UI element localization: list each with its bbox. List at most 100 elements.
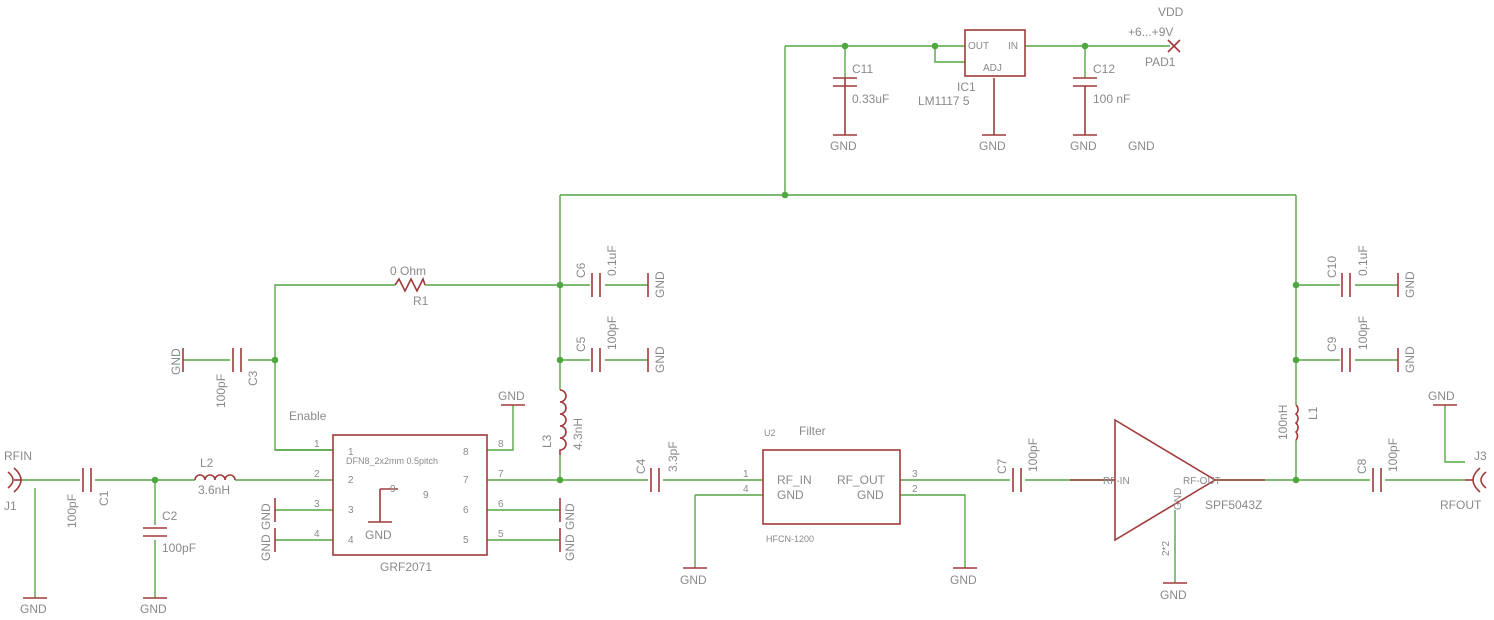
svg-text:GND: GND (653, 271, 667, 298)
svg-text:GND: GND (1160, 588, 1187, 602)
svg-text:C6: C6 (574, 262, 588, 278)
svg-text:GND: GND (259, 534, 273, 561)
ic1-ref: IC1 (957, 80, 976, 94)
inductor-l1: 100nH L1 (1276, 404, 1320, 441)
svg-text:7: 7 (463, 475, 469, 486)
svg-text:6: 6 (498, 499, 504, 510)
svg-text:C4: C4 (634, 458, 648, 474)
capacitor-c5: C5 100pF (574, 316, 619, 372)
svg-text:3.3pF: 3.3pF (666, 441, 680, 472)
svg-text:5: 5 (498, 529, 504, 540)
svg-text:OUT: OUT (968, 41, 989, 52)
gnd-labels: GND GND GND GND GND GND GND GND GND GND … (20, 139, 1455, 616)
svg-text:GND: GND (1403, 271, 1417, 298)
capacitor-c12: C12 100 nF (1073, 62, 1130, 135)
svg-text:5: 5 (463, 535, 469, 546)
svg-text:R1: R1 (413, 294, 429, 308)
svg-text:J1: J1 (4, 499, 17, 513)
capacitor-c9: C9 100pF (1325, 316, 1370, 372)
svg-text:3: 3 (912, 469, 918, 480)
svg-text:2*2: 2*2 (1161, 541, 1172, 556)
svg-text:100pF: 100pF (65, 494, 79, 528)
svg-text:100 nF: 100 nF (1093, 92, 1130, 106)
wires (22, 45, 1465, 598)
grf2071-name: GRF2071 (380, 560, 432, 574)
svg-text:0.1uF: 0.1uF (605, 245, 619, 276)
inductor-l2: L2 3.6nH (194, 456, 236, 497)
amplifier-spf5043z: RF-IN RF-OUT GND 2*2 SPF5043Z (1070, 418, 1265, 556)
ic1-value: LM1117 5 (918, 94, 970, 108)
enable-label: Enable (289, 409, 327, 423)
pad1-label: PAD1 (1145, 55, 1176, 69)
svg-text:GND: GND (140, 602, 167, 616)
svg-text:GND: GND (498, 389, 525, 403)
svg-text:GND: GND (653, 346, 667, 373)
svg-text:8: 8 (498, 439, 504, 450)
u2-ref: U2 (764, 428, 776, 438)
svg-text:3: 3 (348, 505, 354, 516)
svg-text:IN: IN (1008, 41, 1018, 52)
svg-text:RF-IN: RF-IN (1103, 476, 1130, 487)
svg-text:2: 2 (348, 475, 354, 486)
svg-text:0.1uF: 0.1uF (1356, 245, 1370, 276)
svg-text:100pF: 100pF (214, 374, 228, 408)
capacitor-c3: 100pF C3 (214, 348, 260, 408)
junctions (151, 42, 1300, 484)
inductor-l3: L3 4.3nH (540, 389, 585, 455)
svg-text:100pF: 100pF (162, 541, 196, 555)
svg-text:4.3nH: 4.3nH (571, 418, 585, 450)
svg-text:0.33uF: 0.33uF (852, 92, 889, 106)
svg-text:L3: L3 (540, 434, 554, 448)
svg-text:GND: GND (1128, 139, 1155, 153)
svg-text:9: 9 (423, 490, 429, 501)
svg-text:7: 7 (498, 469, 504, 480)
svg-text:GND: GND (259, 503, 273, 530)
amp-name: SPF5043Z (1205, 498, 1262, 512)
svg-text:GND: GND (563, 503, 577, 530)
svg-text:GND: GND (1173, 488, 1184, 510)
svg-text:GND: GND (365, 528, 392, 542)
svg-text:RFIN: RFIN (4, 449, 32, 463)
svg-text:GND: GND (1403, 346, 1417, 373)
svg-text:3.6nH: 3.6nH (198, 483, 230, 497)
svg-text:C10: C10 (1325, 256, 1339, 278)
svg-text:L2: L2 (200, 456, 214, 470)
vdd-pad: VDD +6...+9V PAD1 (1128, 5, 1184, 69)
capacitor-c4: C4 3.3pF (634, 441, 680, 492)
capacitor-c2: C2 100pF (143, 509, 196, 555)
svg-text:GND: GND (1070, 139, 1097, 153)
regulator-ic1: OUT IN ADJ IC1 LM1117 5 (918, 29, 1026, 108)
svg-text:C11: C11 (852, 62, 873, 76)
svg-text:C1: C1 (97, 490, 111, 506)
capacitor-c6: C6 0.1uF (574, 245, 619, 297)
svg-text:C12: C12 (1093, 62, 1115, 76)
svg-text:RFOUT: RFOUT (1440, 498, 1482, 512)
svg-text:8: 8 (463, 447, 469, 458)
svg-text:GND: GND (563, 534, 577, 561)
svg-text:C9: C9 (1325, 336, 1339, 352)
svg-text:4: 4 (348, 535, 354, 546)
supply-range-label: +6...+9V (1128, 25, 1173, 39)
svg-text:RF_IN: RF_IN (777, 473, 812, 487)
filter-u2: U2 Filter HFCN-1200 RF_IN GND RF_OUT GND… (743, 424, 918, 544)
svg-text:DFN8_2x2mm 0.5pitch: DFN8_2x2mm 0.5pitch (346, 456, 438, 466)
svg-text:J3: J3 (1474, 449, 1487, 463)
svg-text:1: 1 (743, 469, 749, 480)
capacitor-c8: C8 100pF (1355, 438, 1400, 492)
svg-text:3: 3 (314, 499, 320, 510)
svg-text:100pF: 100pF (1026, 438, 1040, 472)
svg-text:100pF: 100pF (1356, 316, 1370, 350)
svg-text:GND: GND (950, 573, 977, 587)
svg-text:GND: GND (777, 488, 804, 502)
svg-text:4: 4 (743, 484, 749, 495)
svg-text:2: 2 (314, 469, 320, 480)
svg-text:C3: C3 (246, 370, 260, 386)
resistor-r1: 0 Ohm R1 (390, 264, 429, 308)
capacitor-c10: C10 0.1uF (1325, 245, 1370, 297)
svg-text:C8: C8 (1355, 458, 1369, 474)
svg-text:9: 9 (390, 484, 396, 495)
ic-grf2071: DFN8_2x2mm 0.5pitch GRF2071 Enable 1 2 3… (289, 409, 504, 574)
capacitor-c7: C7 100pF (995, 438, 1040, 492)
svg-text:GND: GND (680, 573, 707, 587)
svg-text:GND: GND (20, 602, 47, 616)
